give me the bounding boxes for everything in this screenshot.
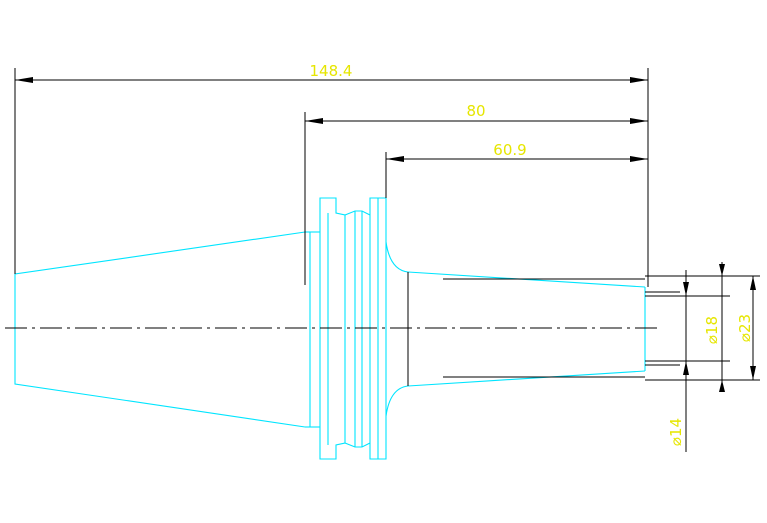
taper-cone bbox=[14, 231, 306, 428]
arrow-head bbox=[305, 118, 323, 124]
arrow-head bbox=[386, 156, 404, 162]
arrow-head bbox=[15, 77, 33, 83]
dim-label-d14: ⌀14 bbox=[667, 418, 685, 446]
shank-bottom bbox=[407, 370, 646, 387]
arrow-head bbox=[630, 77, 648, 83]
v-groove-top bbox=[344, 210, 371, 216]
arrow-head bbox=[719, 264, 725, 276]
flange-right bbox=[369, 197, 387, 460]
dimension-labels: 148.4 80 60.9 ⌀18 ⌀23 ⌀14 bbox=[310, 62, 754, 446]
dimension-lines bbox=[14, 68, 760, 452]
arrow-head bbox=[683, 282, 689, 296]
dim-label-d23: ⌀23 bbox=[736, 314, 754, 342]
arrow-head bbox=[750, 366, 756, 380]
arrow-head bbox=[719, 380, 725, 392]
shank-fillet-bottom bbox=[385, 385, 409, 417]
inner-lines bbox=[407, 272, 680, 386]
shank-fillet-top bbox=[385, 241, 409, 273]
dim-label-flange-to-end: 80 bbox=[466, 102, 485, 120]
part-outline bbox=[14, 197, 646, 460]
dim-label-d18: ⌀18 bbox=[703, 316, 721, 344]
arrow-head bbox=[750, 276, 756, 290]
v-groove-bottom bbox=[344, 442, 371, 448]
arrow-head bbox=[630, 156, 648, 162]
dim-label-overall: 148.4 bbox=[310, 62, 353, 80]
dim-label-shank: 60.9 bbox=[493, 141, 526, 159]
arrow-head bbox=[683, 361, 689, 375]
arrow-head bbox=[630, 118, 648, 124]
